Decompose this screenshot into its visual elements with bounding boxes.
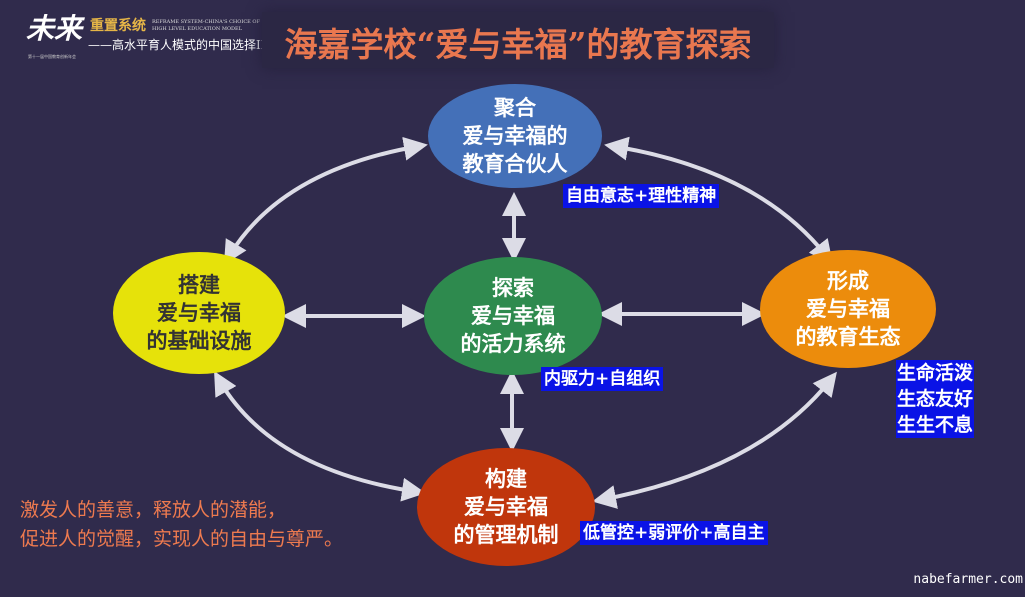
logo-mark: 未来 [26,12,83,45]
node-line: 的教育生态 [795,324,901,349]
watermark: nabefarmer.com [913,572,1023,587]
tag-bottom: 低管控+弱评价+高自主 [580,521,768,545]
node-line: 搭建 [178,272,220,297]
node-line: 爱与幸福 [806,296,890,321]
tag-top: 自由意志+理性精神 [563,184,720,208]
node-line: 教育合伙人 [462,151,568,176]
node-line: 爱与幸福 [471,303,555,328]
node-line: 爱与幸福 [464,494,548,519]
quote: 激发人的善意，释放人的潜能， 促进人的觉醒，实现人的自由与尊严。 [20,496,343,554]
quote-line: 激发人的善意，释放人的潜能， [20,499,287,521]
logo-subtitle: ——高水平育人模式的中国选择II [88,38,266,52]
page-title: 海嘉学校“爱与幸福”的教育探索 [284,25,752,64]
logo-series: 重置系统 [90,18,146,34]
tag-line: 生命活泼 [897,362,974,384]
node-line: 的管理机制 [453,522,559,547]
node-right: 形成爱与幸福的教育生态 [760,250,936,368]
arrow-top-left [223,136,428,265]
node-line: 的活力系统 [460,331,566,356]
tag-right: 生命活泼生态友好生生不息 [896,360,975,438]
title-box [262,12,774,68]
arrow-right-bottom [592,371,837,509]
node-left: 搭建爱与幸福的基础设施 [113,252,285,374]
node-line: 探索 [492,275,534,300]
tag-line: 生态友好 [897,388,974,410]
node-line: 聚合 [494,95,536,120]
logo-english: REFRAME SYSTEM-CHINA'S CHOICE OF HIGH LE… [152,19,260,32]
node-center: 探索爱与幸福的活力系统 [424,257,602,375]
arrow-top-right [604,136,833,265]
arrow-left-bottom [214,371,426,502]
logo-small: 第十一届中国教育创新年会 [28,54,76,59]
tag-line: 生生不息 [897,414,974,436]
node-top: 聚合爱与幸福的教育合伙人 [428,84,602,188]
tag-center: 内驱力+自组织 [541,367,664,391]
node-line: 的基础设施 [146,328,252,353]
node-line: 形成 [827,268,869,293]
node-line: 构建 [485,466,527,491]
node-line: 爱与幸福 [157,300,241,325]
node-bottom: 构建爱与幸福的管理机制 [417,448,595,566]
node-line: 爱与幸福的 [462,123,568,148]
quote-line: 促进人的觉醒，实现人的自由与尊严。 [20,528,344,550]
